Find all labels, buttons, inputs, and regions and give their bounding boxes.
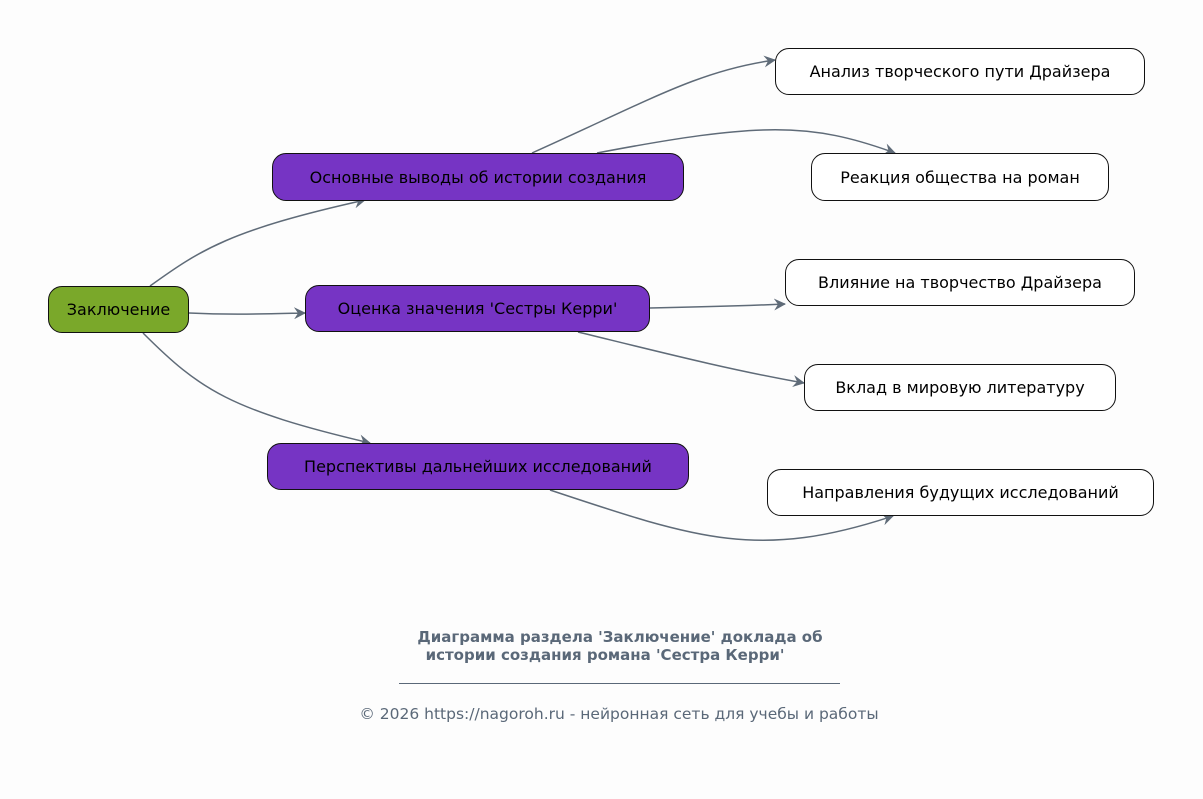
edge-root-prospects <box>142 332 371 447</box>
node-label: Заключение <box>66 300 171 319</box>
node-conclusions[interactable]: Основные выводы об истории создания <box>272 153 684 201</box>
caption-line-1: Диаграмма раздела 'Заключение' доклада о… <box>417 628 823 646</box>
node-label: Основные выводы об истории создания <box>309 167 647 187</box>
caption-divider <box>399 683 840 684</box>
node-label: Влияние на творчество Драйзера <box>818 273 1102 292</box>
footer-copyright: © 2026 https://nagoroh.ru - нейронная се… <box>359 705 879 723</box>
node-reaction[interactable]: Реакция общества на роман <box>811 153 1109 201</box>
edge-prospects-directions <box>549 489 894 542</box>
node-label: Оценка значения 'Сестры Керри' <box>337 299 618 318</box>
node-evaluation[interactable]: Оценка значения 'Сестры Керри' <box>305 285 650 332</box>
node-influence[interactable]: Влияние на творчество Драйзера <box>785 259 1135 306</box>
edge-conclusions-reaction <box>596 129 896 155</box>
node-prospects[interactable]: Перспективы дальнейших исследований <box>267 443 689 490</box>
node-contribution[interactable]: Вклад в мировую литературу <box>804 364 1116 411</box>
node-directions[interactable]: Направления будущих исследований <box>767 469 1154 516</box>
edge-root-conclusions <box>149 196 366 287</box>
caption-line-2: истории создания романа 'Сестра Керри' <box>425 646 785 664</box>
node-label: Направления будущих исследований <box>802 483 1119 502</box>
edge-evaluation-contribution <box>577 331 805 388</box>
node-label: Вклад в мировую литературу <box>835 378 1085 397</box>
edge-root-evaluation <box>188 307 306 320</box>
node-label: Перспективы дальнейших исследований <box>304 457 652 476</box>
edge-evaluation-influence <box>649 298 786 311</box>
node-label: Реакция общества на роман <box>840 167 1080 187</box>
node-root[interactable]: Заключение <box>48 286 189 333</box>
diagram-caption: Диаграмма раздела 'Заключение' доклада о… <box>300 628 940 664</box>
node-label: Анализ творческого пути Драйзера <box>809 62 1111 81</box>
edge-conclusions-analysis <box>531 55 776 154</box>
node-analysis[interactable]: Анализ творческого пути Драйзера <box>775 48 1145 95</box>
